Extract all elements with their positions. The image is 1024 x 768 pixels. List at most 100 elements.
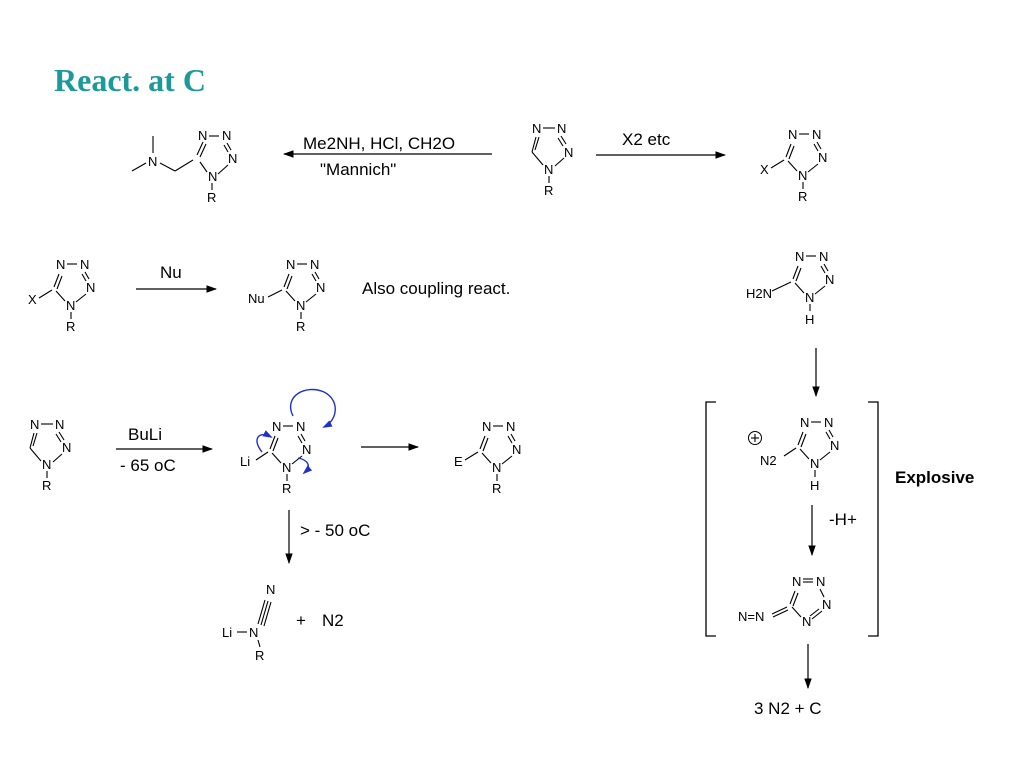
atom-n: N <box>310 257 319 272</box>
atom-n: N <box>819 249 828 264</box>
atom-h2n: H2N <box>746 286 772 301</box>
atom-h: H <box>810 478 819 493</box>
halotetrazole-product: X N N N N R <box>760 127 827 204</box>
explosive-label: Explosive <box>895 468 974 487</box>
atom-n: N <box>228 151 237 166</box>
atom-n2: N2 <box>760 453 777 468</box>
atom-n: N <box>482 419 491 434</box>
atom-r: R <box>207 190 216 205</box>
etetrazole-product: E N N N N R <box>454 419 521 496</box>
atom-n: N <box>266 582 275 597</box>
atom-n: N <box>272 419 281 434</box>
atom-x: X <box>760 162 769 177</box>
aminotetrazole: H2N N N N N H <box>746 249 834 327</box>
atom-r: R <box>296 319 305 334</box>
mannich-product: N N N N N R <box>131 128 237 205</box>
atom-r: R <box>66 319 75 334</box>
bracket-right <box>868 401 879 637</box>
curly-arrow-ring-opening <box>290 388 336 428</box>
curly-arrow-nn-bond <box>297 457 313 475</box>
atom-n: N <box>802 614 811 629</box>
atom-n: N <box>795 249 804 264</box>
atom-n: N <box>249 625 258 640</box>
lithiation-temperature: - 65 oC <box>120 456 176 475</box>
halogenation-reagent: X2 etc <box>622 130 671 149</box>
mannich-label: "Mannich" <box>320 160 396 179</box>
atom-r: R <box>282 481 291 496</box>
atom-n: N <box>810 456 819 471</box>
atom-n: N <box>792 574 801 589</box>
atom-n: N <box>296 298 305 313</box>
atom-nu: Nu <box>248 291 265 306</box>
atom-n: N <box>512 442 521 457</box>
atom-h: H <box>805 312 814 327</box>
diazotetrazole: N=N N N N N <box>738 574 831 629</box>
decomposition-condition: > - 50 oC <box>300 521 370 540</box>
atom-n: N <box>56 257 65 272</box>
atom-n: N <box>798 168 807 183</box>
atom-n: N <box>55 417 64 432</box>
atom-n: N <box>282 460 291 475</box>
atom-r: R <box>798 189 807 204</box>
atom-e: E <box>454 454 463 469</box>
atom-n: N <box>564 145 573 160</box>
lithiation-reagent: BuLi <box>128 425 162 444</box>
atom-n: N <box>286 257 295 272</box>
cyanamide-product: Li N N R + N2 <box>222 582 344 663</box>
positive-charge-icon <box>748 431 762 445</box>
atom-n: N <box>208 169 217 184</box>
atom-n: N <box>198 128 207 143</box>
atom-n: N <box>544 162 553 177</box>
final-products: 3 N2 + C <box>754 699 822 718</box>
atom-li: Li <box>240 454 250 469</box>
atom-n: N <box>830 438 839 453</box>
deprotonation-label: -H+ <box>829 510 857 529</box>
atom-n: N <box>30 417 39 432</box>
atom-n: N <box>42 457 51 472</box>
halotetrazole-reactant: X N N N N R <box>28 257 95 334</box>
atom-n: N <box>62 440 71 455</box>
bracket-left <box>705 401 716 637</box>
atom-n: N <box>824 415 833 430</box>
diazonium-tetrazole: N2 N N N N H <box>748 415 839 493</box>
plus-sign: + <box>296 611 306 630</box>
substitution-reagent: Nu <box>160 263 182 282</box>
curly-arrow-lithium-bond <box>256 430 273 453</box>
atom-n: N <box>316 280 325 295</box>
atom-n: N <box>800 415 809 430</box>
atom-r: R <box>42 478 51 493</box>
atom-n: N <box>506 419 515 434</box>
atom-n: N <box>812 127 821 142</box>
atom-n: N <box>822 597 831 612</box>
nutetrazole-product: Nu N N N N R <box>248 257 325 334</box>
nitrogen-product: N2 <box>322 611 344 630</box>
tetrazole-lithiation-start: N N N N R <box>29 417 71 493</box>
atom-n: N <box>80 257 89 272</box>
atom-n: N <box>557 121 566 136</box>
atom-n: N <box>818 150 827 165</box>
atom-n: N <box>302 442 311 457</box>
atom-li: Li <box>222 625 232 640</box>
mannich-reagent: Me2NH, HCl, CH2O <box>303 134 455 153</box>
atom-n: N <box>492 460 501 475</box>
atom-n: N <box>296 419 305 434</box>
tetrazole-start: N N N N R <box>531 121 573 198</box>
atom-r: R <box>255 648 264 663</box>
atom-n: N <box>816 574 825 589</box>
slide-title: React. at C <box>54 62 206 98</box>
atom-n: N <box>805 290 814 305</box>
atom-r: R <box>492 481 501 496</box>
atom-nn: N=N <box>738 609 764 624</box>
atom-n: N <box>66 298 75 313</box>
atom-n: N <box>86 280 95 295</box>
lithiotetrazole: Li N N N N R <box>240 388 336 496</box>
atom-x: X <box>28 292 37 307</box>
atom-n: N <box>532 121 541 136</box>
atom-n: N <box>825 272 834 287</box>
atom-r: R <box>544 183 553 198</box>
atom-n: N <box>222 128 231 143</box>
coupling-note: Also coupling react. <box>362 279 510 298</box>
atom-n: N <box>148 154 157 169</box>
atom-n: N <box>788 127 797 142</box>
